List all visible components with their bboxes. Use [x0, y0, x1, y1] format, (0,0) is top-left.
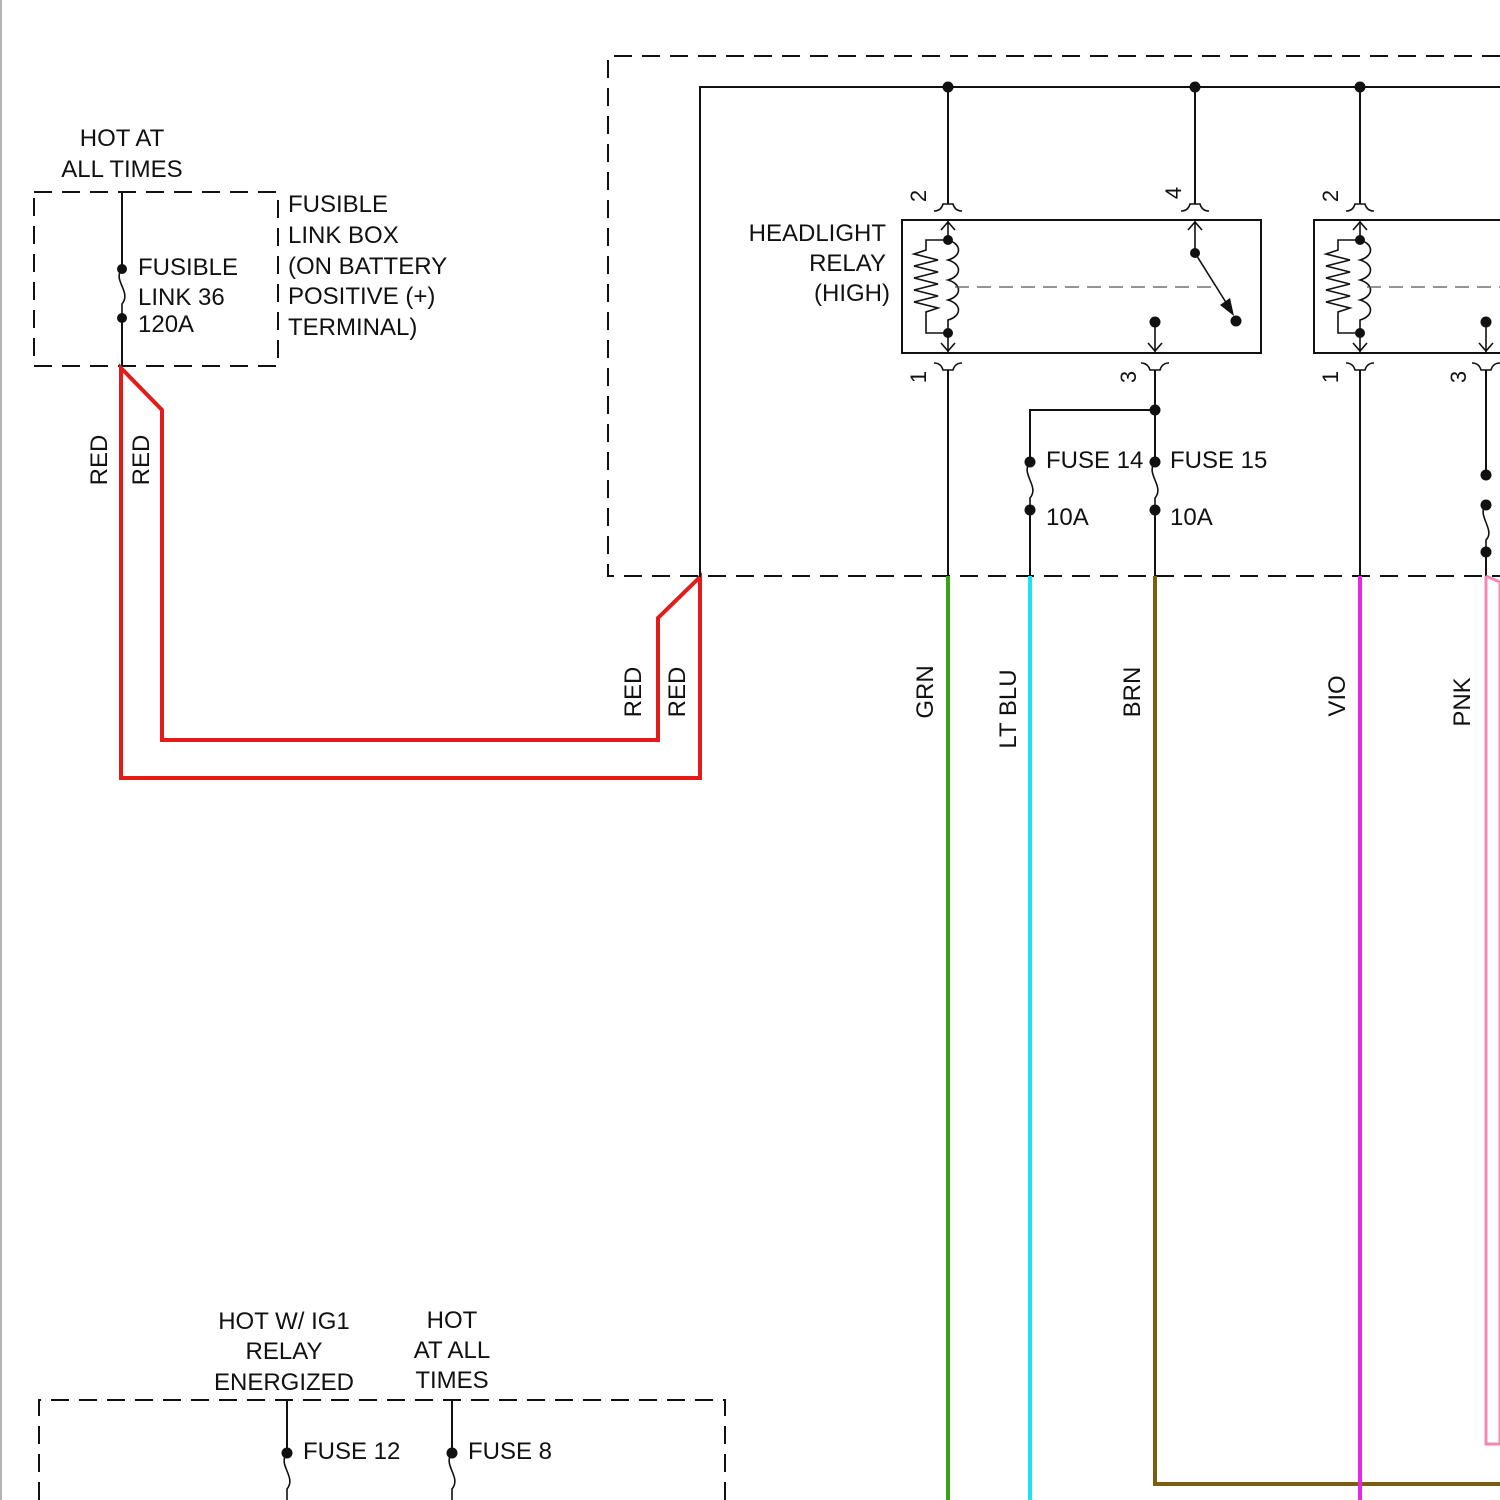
- fusible-link-box-title-line4: POSITIVE (+): [288, 283, 435, 310]
- lt-blu-wire-label: LT BLU: [995, 669, 1022, 748]
- vio-wire-label: VIO: [1324, 675, 1351, 716]
- red-wire-label-left-outer: RED: [86, 435, 113, 486]
- fuse-12-name: FUSE 12: [303, 1438, 400, 1465]
- fuse-12: FUSE 12: [282, 1400, 401, 1500]
- hot-all-times-line1: HOT: [427, 1307, 478, 1334]
- fusible-link-symbol: [117, 192, 127, 366]
- fuse-15-rating: 10A: [1170, 504, 1213, 531]
- colored-wires: GRN LT BLU BRN VIO PNK: [912, 576, 1500, 1500]
- pnk-wire-label: PNK: [1449, 677, 1476, 726]
- fuse-8-name: FUSE 8: [468, 1438, 552, 1465]
- relay2-pin-2: 2: [1318, 190, 1343, 202]
- hot-all-times-line3: TIMES: [415, 1367, 488, 1394]
- fuse-14-rating: 10A: [1046, 504, 1089, 531]
- brn-wire-label: BRN: [1119, 667, 1146, 718]
- fusible-link-label-line3: 120A: [138, 311, 194, 338]
- relay1-pin-1: 1: [906, 371, 931, 383]
- grn-wire-label: GRN: [912, 665, 939, 718]
- fuse-15: FUSE 15 10A: [1150, 410, 1268, 576]
- headlight-relay-high: HEADLIGHT RELAY (HIGH) 2 4: [749, 87, 1261, 383]
- headlight-relay-name-line2: RELAY: [809, 250, 886, 277]
- hot-all-times-line2: AT ALL: [414, 1337, 491, 1364]
- red-wire-path: [121, 368, 700, 778]
- pnk-wire: [1486, 576, 1500, 1444]
- hot-at-all-times-line2: ALL TIMES: [61, 156, 182, 183]
- relay1-pin-4: 4: [1161, 187, 1186, 199]
- hot-at-all-times-line1: HOT AT: [80, 125, 165, 152]
- fusible-link-label-line2: LINK 36: [138, 284, 225, 311]
- hot-ig1-line2: RELAY: [246, 1338, 323, 1365]
- red-wire-label-left-inner: RED: [128, 435, 155, 486]
- hot-ig1-line1: HOT W/ IG1: [218, 1308, 350, 1335]
- relay1-pin-3: 3: [1116, 371, 1141, 383]
- red-wire-label-right-inner: RED: [620, 667, 647, 718]
- fuse-14-name: FUSE 14: [1046, 447, 1143, 474]
- fuse-8: FUSE 8: [447, 1400, 553, 1500]
- fusible-link-box: HOT AT ALL TIMES FUSIBLE LINK BOX (ON BA…: [34, 125, 447, 366]
- hot-ig1-line3: ENERGIZED: [214, 1369, 354, 1396]
- fusible-link-box-title-line2: LINK BOX: [288, 222, 399, 249]
- relay-fuse-box: HEADLIGHT RELAY (HIGH) 2 4: [608, 56, 1500, 577]
- fusible-link-box-title-line5: TERMINAL): [288, 314, 417, 341]
- headlight-relay-name-line3: (HIGH): [814, 280, 890, 307]
- fusible-link-label-line1: FUSIBLE: [138, 254, 238, 281]
- fusible-link-box-title-line1: FUSIBLE: [288, 191, 388, 218]
- relay-fuse-box-outline: [608, 56, 1500, 576]
- second-relay: 2 1 3: [1314, 87, 1500, 576]
- relay2-pin-3: 3: [1446, 371, 1471, 383]
- fuse-15-name: FUSE 15: [1170, 447, 1267, 474]
- red-wire-label-right-outer: RED: [664, 667, 691, 718]
- fuse-14: FUSE 14 10A: [1025, 447, 1144, 576]
- relay2-pin-1: 1: [1318, 371, 1343, 383]
- supply-bus: [700, 87, 1500, 577]
- relay1-pin-2: 2: [906, 190, 931, 202]
- fusible-link-box-title-line3: (ON BATTERY: [288, 253, 447, 280]
- bottom-fuse-panel: HOT W/ IG1 RELAY ENERGIZED HOT AT ALL TI…: [39, 1307, 725, 1500]
- headlight-relay-name-line1: HEADLIGHT: [749, 220, 887, 247]
